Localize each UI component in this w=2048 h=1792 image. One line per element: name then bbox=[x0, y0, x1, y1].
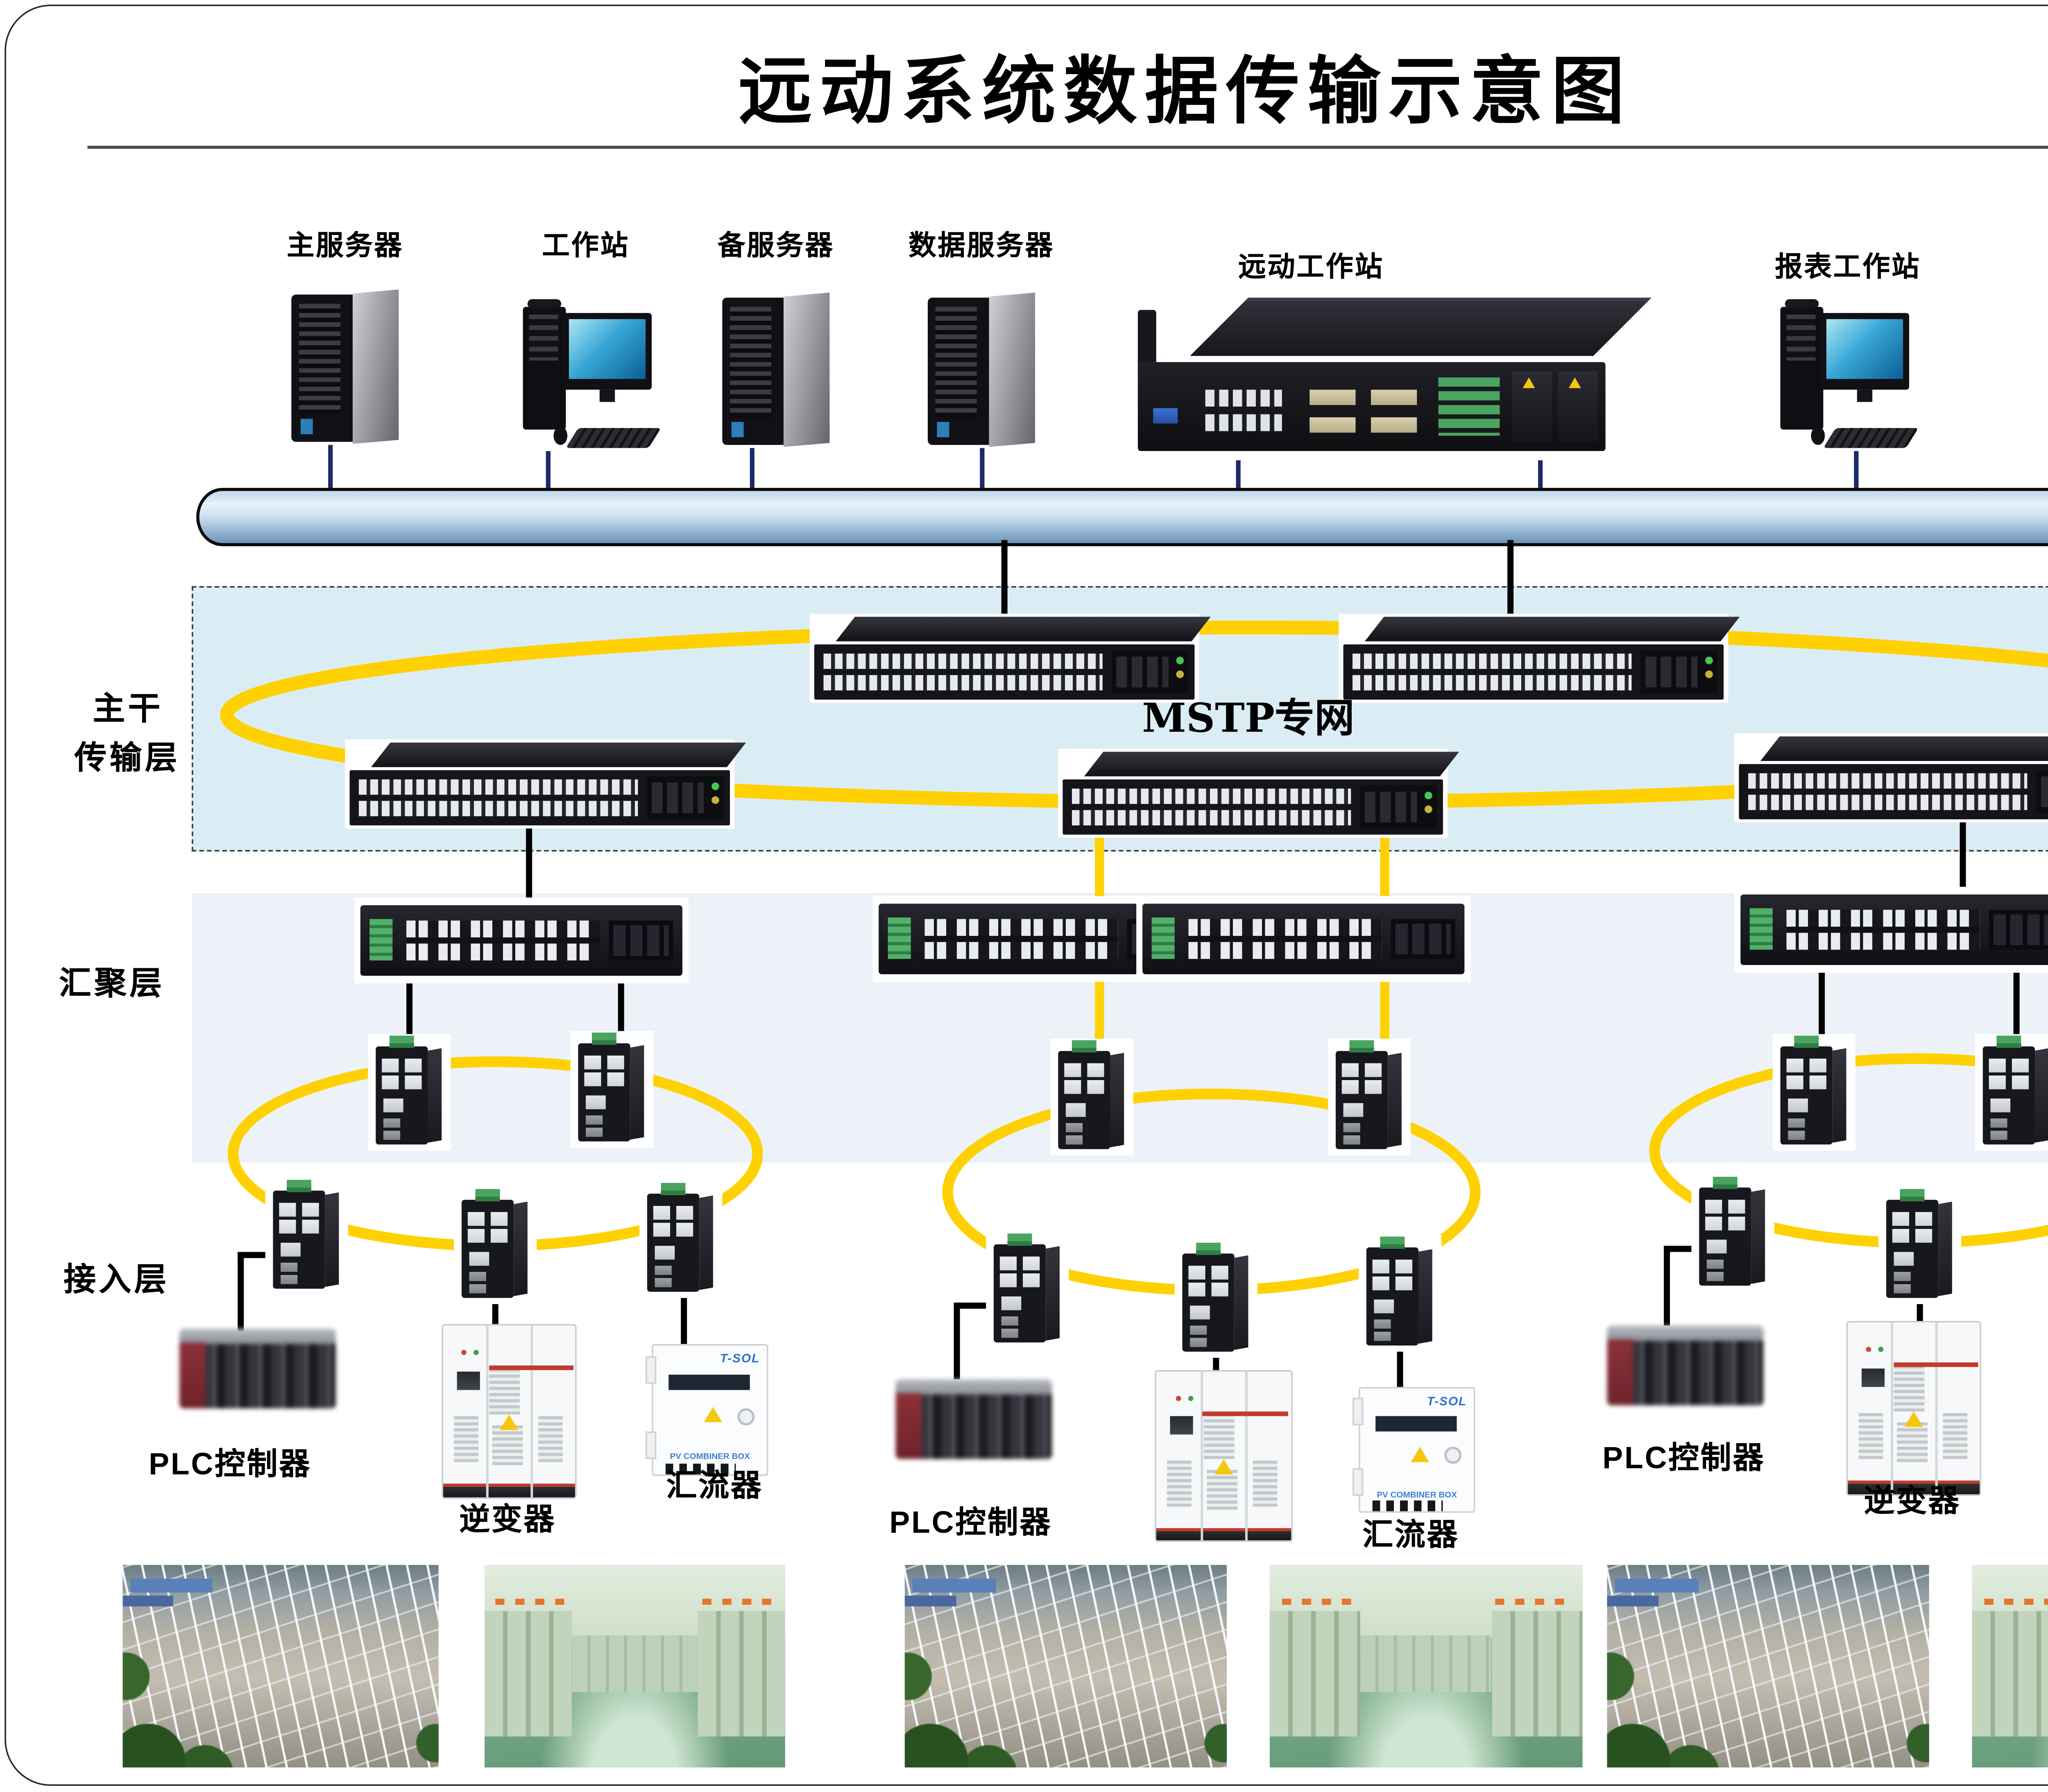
combiner-label: 汇流器 bbox=[666, 1470, 763, 1504]
combiner-caption: PV COMBINER BOX bbox=[670, 1453, 750, 1463]
combiner-link-line bbox=[681, 1291, 687, 1344]
access-switch-image bbox=[1878, 1187, 1962, 1304]
connector-line bbox=[980, 448, 985, 491]
mstp-network-label: MSTP专网 bbox=[1142, 696, 1355, 743]
plc-label: PLC控制器 bbox=[889, 1507, 1052, 1541]
inverter-link-line bbox=[1917, 1298, 1923, 1326]
combiner-brand: T-SOL bbox=[720, 1352, 760, 1366]
industrial-switch-image bbox=[1328, 1038, 1411, 1155]
backbone-switch-image bbox=[1734, 733, 2048, 822]
backup-server-image bbox=[722, 292, 830, 448]
photo-control-room bbox=[485, 1565, 785, 1768]
photo-control-room bbox=[1972, 1565, 2048, 1768]
inverter-label: 逆变器 bbox=[459, 1503, 556, 1538]
access-switch-image bbox=[986, 1232, 1069, 1349]
access-switch-image bbox=[1359, 1235, 1442, 1352]
aggregation-switch-image bbox=[1734, 887, 2048, 973]
plc-controller-image bbox=[1607, 1325, 1764, 1406]
photo-substation bbox=[122, 1565, 439, 1768]
industrial-switch-image bbox=[1975, 1034, 2048, 1151]
plc-label: PLC控制器 bbox=[1602, 1442, 1765, 1476]
combiner-box-image: T-SOL PV COMBINER BOX bbox=[646, 1344, 768, 1476]
pipe-to-switch-line bbox=[1001, 540, 1008, 620]
inverter-image bbox=[442, 1324, 577, 1499]
inverter-image bbox=[1155, 1370, 1293, 1542]
photo-substation bbox=[1607, 1565, 1929, 1768]
combiner-box-image: T-SOL PV COMBINER BOX bbox=[1352, 1387, 1475, 1513]
label-data-server: 数据服务器 bbox=[908, 230, 1054, 261]
connector-line bbox=[1538, 460, 1543, 491]
plc-link-line bbox=[1664, 1246, 1670, 1326]
plc-controller-image bbox=[895, 1379, 1052, 1459]
label-main-server: 主服务器 bbox=[287, 230, 403, 261]
access-switch-image bbox=[639, 1181, 723, 1298]
plc-link-line bbox=[954, 1303, 960, 1380]
label-workstation: 工作站 bbox=[542, 230, 630, 261]
access-switch-image bbox=[265, 1178, 348, 1295]
diagram-title: 远动系统数据传输示意图 bbox=[738, 49, 1633, 135]
industrial-switch-image bbox=[368, 1034, 451, 1151]
combiner-caption: PV COMBINER BOX bbox=[1377, 1491, 1457, 1500]
inverter-image bbox=[1846, 1321, 1981, 1496]
aggregation-switch-image bbox=[1136, 896, 1471, 982]
data-server-image bbox=[927, 292, 1035, 448]
telecontrol-workstation-image bbox=[1137, 297, 1652, 458]
aggregation-downlink-line bbox=[2013, 972, 2020, 1044]
aggregation-layer-label: 汇聚层 bbox=[59, 966, 165, 1002]
main-server-image bbox=[291, 289, 399, 445]
backbone-switch-image bbox=[1339, 614, 1740, 703]
connector-line bbox=[1236, 460, 1241, 491]
backbone-switch-image bbox=[345, 739, 746, 829]
connector-line bbox=[546, 451, 551, 491]
backbone-to-aggregation-line bbox=[1960, 819, 1966, 896]
label-telecontrol-workstation: 远动工作站 bbox=[1238, 251, 1384, 283]
backbone-switch-image bbox=[809, 614, 1211, 703]
plc-link-line bbox=[238, 1252, 244, 1332]
access-layer-label: 接入层 bbox=[63, 1262, 170, 1298]
title-divider bbox=[87, 145, 2048, 148]
label-report-workstation: 报表工作站 bbox=[1775, 251, 1921, 283]
pipe-to-switch-line bbox=[1507, 540, 1514, 620]
industrial-switch-image bbox=[570, 1031, 653, 1148]
combiner-label: 汇流器 bbox=[2007, 1448, 2048, 1493]
aggregation-downlink-line bbox=[618, 983, 624, 1040]
industrial-switch-image bbox=[1772, 1034, 1855, 1151]
label-backup-server: 备服务器 bbox=[718, 230, 834, 261]
connector-line bbox=[750, 448, 754, 491]
backbone-to-aggregation-line bbox=[526, 825, 532, 908]
aggregation-downlink-line bbox=[1819, 972, 1825, 1044]
plc-link-line bbox=[954, 1303, 997, 1309]
access-switch-image bbox=[1174, 1241, 1257, 1358]
plc-controller-image bbox=[179, 1328, 336, 1409]
backbone-layer-label-line1: 主干 bbox=[93, 692, 163, 727]
page-border bbox=[5, 5, 2048, 1786]
aggregation-downlink-line bbox=[406, 983, 413, 1044]
access-switch-image bbox=[1691, 1175, 1774, 1292]
inverter-link-line bbox=[492, 1298, 498, 1326]
photo-control-room bbox=[1269, 1565, 1583, 1768]
plc-label: PLC控制器 bbox=[149, 1448, 311, 1482]
inverter-label: 逆变器 bbox=[1864, 1485, 1961, 1519]
ethernet-bus-pipe bbox=[196, 488, 2048, 546]
connector-line bbox=[1854, 451, 1859, 491]
connector-line bbox=[328, 445, 333, 491]
photo-substation bbox=[904, 1565, 1227, 1768]
aggregation-switch-image bbox=[354, 897, 689, 983]
combiner-brand: T-SOL bbox=[1427, 1394, 1467, 1409]
workstation-image bbox=[520, 298, 661, 448]
access-switch-image bbox=[454, 1187, 537, 1304]
combiner-label: 汇流器 bbox=[1362, 1519, 1459, 1553]
industrial-switch-image bbox=[1050, 1038, 1133, 1155]
backbone-layer-label-line2: 传输层 bbox=[74, 741, 180, 777]
backbone-switch-image bbox=[1058, 748, 1459, 838]
report-workstation-image bbox=[1777, 298, 1919, 448]
